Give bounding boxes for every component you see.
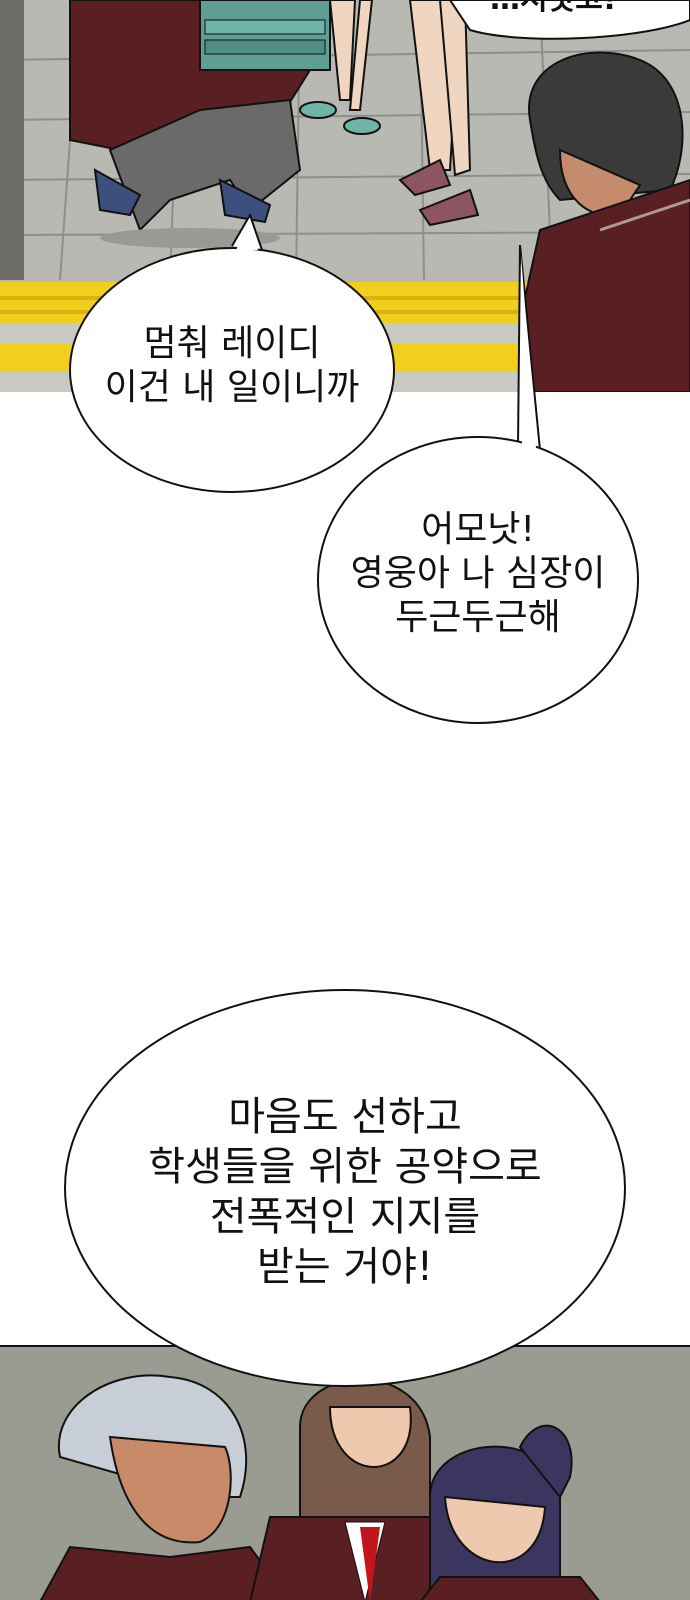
bubble-2-line-1: 어모낫! (421, 509, 535, 550)
bubble-1-line-2: 이건 내 일이니까 (104, 366, 360, 408)
partial-speech-text: …서랏고! (490, 0, 616, 19)
bubble-2-line-3: 두근두근해 (395, 596, 561, 638)
bubble-3-line-4: 받는 거야! (257, 1244, 433, 1290)
bottom-comic-panel (0, 1345, 690, 1600)
speech-bubble-1-shape (69, 212, 395, 493)
bubble-3-line-1: 마음도 선하고 (228, 1094, 462, 1140)
bubble-1-line-1: 멈춰 레이디 (143, 323, 321, 364)
students-group-illustration (0, 1347, 690, 1600)
speech-bubble-2-text: 어모낫! 영웅아 나 심장이 두근두근해 (318, 508, 638, 640)
bubble-3-line-3: 전폭적인 지지를 (209, 1194, 481, 1240)
speech-bubble-2-shape (317, 244, 639, 724)
speech-bubble-1-text: 멈춰 레이디 이건 내 일이니까 (70, 322, 394, 410)
speech-bubble-3-text: 마음도 선하고 학생들을 위한 공약으로 전폭적인 지지를 받는 거야! (70, 1092, 620, 1292)
bubble-3-line-2: 학생들을 위한 공약으로 (148, 1144, 542, 1190)
speech-bubble-3-shape (64, 989, 626, 1387)
bubble-2-line-2: 영웅아 나 심장이 (350, 552, 606, 594)
